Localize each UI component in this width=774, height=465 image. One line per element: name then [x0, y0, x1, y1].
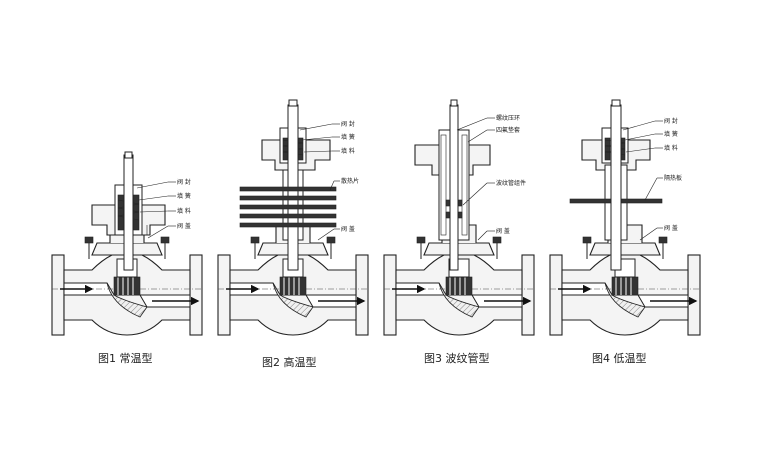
fig1-caption: 图1 常温型: [98, 351, 153, 365]
fig4-caption: 图4 低温型: [592, 351, 647, 365]
fig2-label-0: 阀 封: [341, 120, 355, 128]
fig2-label-4: 阀 盖: [341, 225, 355, 233]
fig4-label-0: 阀 封: [664, 117, 678, 125]
fig4-label-1: 填 簧: [664, 130, 678, 138]
fig2-caption: 图2 高温型: [262, 355, 317, 369]
fig3-label-3: 阀 盖: [496, 227, 510, 235]
figure-1-normal-temp: 阀 封 填 簧 填 料 阀 盖 图1 常温型: [52, 151, 202, 365]
fig2-label-2: 填 料: [341, 147, 355, 155]
figure-2-high-temp: 阀 封 填 簧 填 料 散热片 阀 盖 图2 高温型: [218, 99, 368, 369]
figure-3-bellows: 螺纹压环 四氟垫套 波纹管组件 阀 盖 图3 波纹管型: [384, 99, 534, 365]
figure-4-low-temp: 阀 封 填 簧 填 料 隔热板 阀 盖 图4 低温型: [550, 99, 700, 365]
fig4-label-3: 隔热板: [664, 174, 682, 182]
fig2-label-3: 散热片: [341, 177, 359, 185]
fig1-label-0: 阀 封: [177, 178, 191, 186]
fig3-caption: 图3 波纹管型: [424, 351, 490, 365]
fig4-label-2: 填 料: [664, 144, 678, 152]
fig3-label-0: 螺纹压环: [496, 114, 520, 122]
fig4-label-4: 阀 盖: [664, 224, 678, 232]
fig1-label-1: 填 簧: [177, 192, 191, 200]
fig1-label-2: 填 料: [177, 207, 191, 215]
fig3-label-2: 波纹管组件: [496, 179, 526, 187]
fig3-label-1: 四氟垫套: [496, 126, 520, 134]
fig2-label-1: 填 簧: [341, 133, 355, 141]
fig1-label-3: 阀 盖: [177, 222, 191, 230]
